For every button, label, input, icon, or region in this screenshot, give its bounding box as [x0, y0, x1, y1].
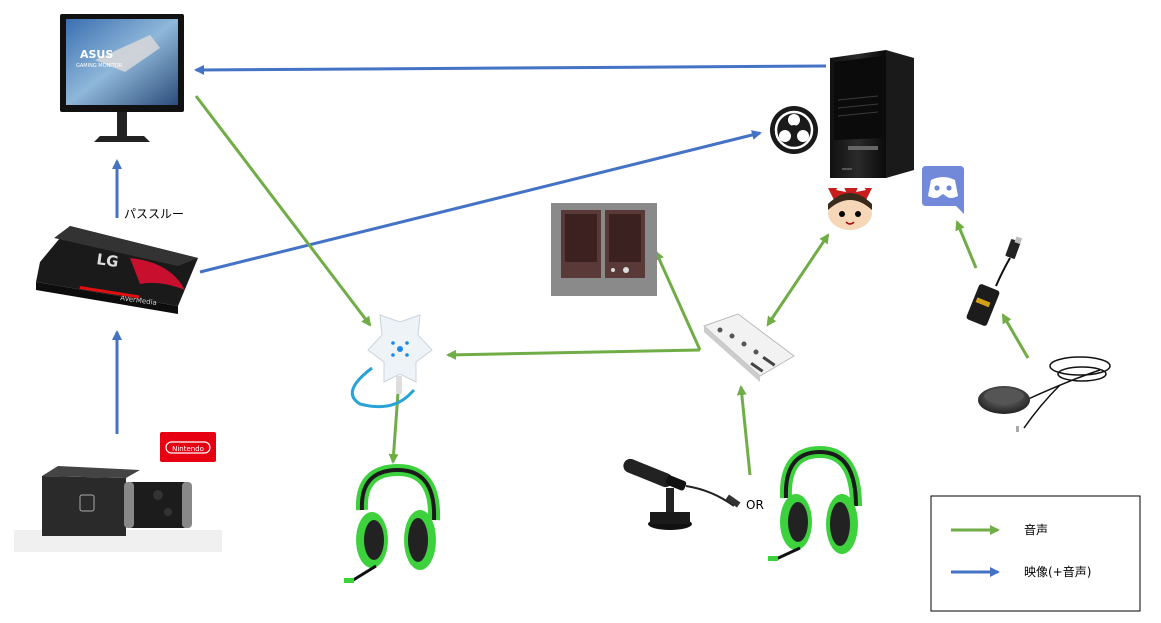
arrows	[112, 64, 1030, 476]
speakers-icon	[551, 203, 657, 296]
monitor-logo: ASUS	[80, 48, 113, 61]
capture-mark: LG	[95, 250, 119, 271]
arrow-capture-to-obs	[199, 130, 762, 274]
arrow-usb-to-discord	[955, 220, 978, 269]
arrow-mixer-to-splitter	[446, 348, 701, 360]
headset-icon-alt	[768, 445, 862, 562]
nintendo-logo: Nintendo	[160, 432, 216, 462]
monitor-subtitle: GAMING MONITOR	[76, 63, 123, 69]
nintendo-text: Nintendo	[172, 445, 204, 453]
desktop-mic-icon	[623, 458, 741, 530]
gaming-monitor-icon: ASUS GAMING MONITOR	[60, 14, 184, 142]
arrow-monitor-to-splitter	[194, 95, 372, 327]
arrow-pc-to-monitor	[194, 64, 827, 75]
arrow-confmic-to-usb	[1001, 313, 1030, 359]
pc-tower-icon	[830, 50, 914, 178]
arrow-mixer-pc-bidirectional	[766, 233, 830, 327]
obs-icon	[770, 106, 818, 154]
yukkuri-icon	[828, 182, 872, 230]
headset-icon	[344, 463, 441, 584]
capture-card-icon: LG AVerMedia	[36, 226, 198, 314]
audio-splitter-icon	[350, 314, 433, 409]
legend-audio-label: 音声	[1024, 522, 1048, 537]
discord-icon	[922, 166, 964, 214]
arrow-mixer-to-speakers	[654, 250, 702, 351]
audio-mixer-icon	[703, 313, 795, 382]
usb-audio-adapter-icon	[966, 236, 1023, 326]
legend: 音声 映像(+音声)	[930, 495, 1141, 612]
passthrough-label: パススルー	[124, 207, 184, 221]
legend-video-label: 映像(+音声)	[1024, 564, 1091, 579]
or-label: OR	[746, 498, 764, 512]
arrow-mic-to-mixer	[736, 385, 752, 476]
conference-mic-icon	[978, 356, 1111, 432]
nintendo-switch-icon	[14, 466, 222, 552]
